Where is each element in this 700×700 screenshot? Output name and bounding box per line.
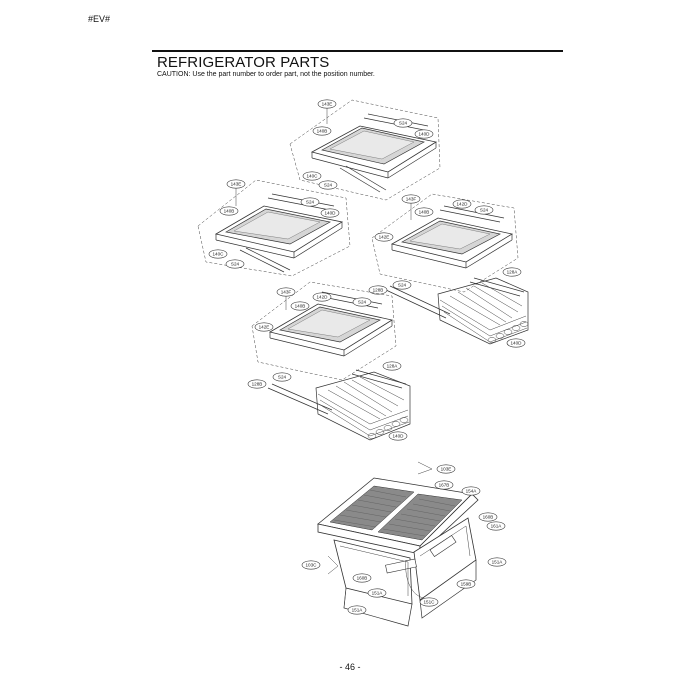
shelf-a-tag-text: S24 — [324, 183, 333, 188]
shelf-d-tag: S24 — [272, 372, 292, 382]
drawer-tag-text: 151A — [372, 591, 384, 596]
drawer-tag: 151A — [347, 605, 367, 615]
shelf-d-tag: 140D — [388, 431, 408, 441]
drawer-tag: 103E — [436, 464, 456, 474]
drawer-tag-text: 160B — [357, 576, 368, 581]
header-tag: #EV# — [88, 14, 111, 24]
drawer-tag-text: 161A — [491, 524, 503, 529]
shelf-d-tag: 140B — [290, 301, 310, 311]
drawer-tag: 160B — [352, 573, 372, 583]
shelf-b-tag-text: 140B — [224, 209, 235, 214]
drawer-tag: 151A — [367, 588, 387, 598]
shelf-d-tag: 128B — [247, 379, 267, 389]
shelf-b-tag-text: 143E — [231, 182, 242, 187]
drawer-tag-text: 103C — [306, 563, 318, 568]
shelf-d-tag: 142D — [312, 292, 332, 302]
shelf-a-tag: 140C — [302, 171, 322, 181]
shelf-c-tag-text: 140D — [511, 341, 523, 346]
shelf-b-tag: 140D — [320, 208, 340, 218]
drawer-tag-text: 103E — [441, 467, 452, 472]
drawer-assembly — [317, 461, 479, 627]
drawer-tag-text: 151A — [352, 608, 364, 613]
shelf-a-tag-text: 143E — [322, 102, 333, 107]
shelf-a-tag: S24 — [318, 180, 338, 190]
drawer-tag: 154A — [461, 486, 481, 496]
shelf-c-tag-text: S24 — [398, 283, 407, 288]
shelf-a-tag-text: 140C — [307, 174, 319, 179]
shelf-c-tag: 142D — [452, 199, 472, 209]
drawer-tag-text: 154A — [466, 489, 478, 494]
shelf-c-tag: 143F — [401, 194, 421, 204]
shelf-c-tag: S24 — [392, 280, 412, 290]
drawer-tag: 151C — [419, 597, 439, 607]
drawer-tag-text: 159B — [461, 582, 472, 587]
shelf-b-tag-text: 140C — [213, 252, 225, 257]
shelf-a-tag: S24 — [393, 118, 413, 128]
shelf-c-tag: 128A — [502, 267, 522, 277]
drawer-tag: 151A — [487, 557, 507, 567]
shelf-d-tag: 143F — [276, 287, 296, 297]
drawer-tag-text: 151A — [492, 560, 504, 565]
shelf-c-tag: 140B — [414, 207, 434, 217]
drawer-tag: 167B — [434, 480, 454, 490]
shelf-c-tag-text: 128A — [507, 270, 519, 275]
shelf-c-tag-text: 142D — [457, 202, 469, 207]
shelf-c-tag: 128B — [368, 285, 388, 295]
shelf-d-tag: 142E — [254, 322, 274, 332]
shelf-d-tag-text: S24 — [358, 300, 367, 305]
drawer-tag-text: 160B — [483, 515, 494, 520]
shelf-d-tag: S24 — [352, 297, 372, 307]
shelf-b-tag: S24 — [300, 197, 320, 207]
shelf-c-tag-text: 140B — [419, 210, 430, 215]
shelf-a-tag: 143E — [317, 99, 337, 109]
shelf-a-tag: 140B — [312, 126, 332, 136]
shelf-d-tag-text: 142D — [317, 295, 329, 300]
shelf-b-tag-text: 140D — [325, 211, 337, 216]
shelf-c-tag-text: S24 — [480, 208, 489, 213]
shelf-b-tag: 143E — [226, 179, 246, 189]
drawer-tag: 161A — [486, 521, 506, 531]
shelf-assembly-c — [371, 193, 529, 345]
shelf-assembly-a — [289, 99, 441, 201]
shelf-d-tag-text: 140D — [393, 434, 405, 439]
shelf-d-tag-text: 140B — [295, 304, 306, 309]
shelf-d-tag: 128A — [382, 361, 402, 371]
shelf-b-tag: 140C — [208, 249, 228, 259]
shelf-a-tag: 140D — [414, 129, 434, 139]
shelf-b-tag: 140B — [219, 206, 239, 216]
shelf-c-tag-text: 142E — [379, 235, 390, 240]
shelf-b-tag-text: S24 — [231, 262, 240, 267]
shelf-d-tag-text: 143F — [281, 290, 292, 295]
shelf-a-tag-text: 140B — [317, 129, 328, 134]
caution-note: CAUTION: Use the part number to order pa… — [157, 71, 375, 78]
title-rule — [152, 50, 563, 52]
shelf-c-tag: 142E — [374, 232, 394, 242]
drawer-tag: 159B — [456, 579, 476, 589]
drawer-tag-text: 151C — [424, 600, 436, 605]
shelf-assembly-b — [197, 179, 351, 277]
shelf-c-tag-text: 143F — [406, 197, 417, 202]
drawer-tag: 160B — [478, 512, 498, 522]
drawer-tag-text: 167B — [439, 483, 450, 488]
drawer-tag: 103C — [301, 560, 321, 570]
shelf-d-tag-text: 142E — [259, 325, 270, 330]
page-number: - 46 - — [339, 662, 361, 672]
shelf-c-tag-text: 128B — [373, 288, 384, 293]
page-title: REFRIGERATOR PARTS — [157, 54, 330, 71]
shelf-a-tag-text: 140D — [419, 132, 431, 137]
shelf-d-tag-text: S24 — [278, 375, 287, 380]
shelf-assembly-d — [251, 281, 411, 441]
shelf-c-tag: 140D — [506, 338, 526, 348]
shelf-c-tag: S24 — [474, 205, 494, 215]
shelf-d-tag-text: 128B — [252, 382, 263, 387]
shelf-a-tag-text: S24 — [399, 121, 408, 126]
shelf-b-tag-text: S24 — [306, 200, 315, 205]
shelf-d-tag-text: 128A — [387, 364, 399, 369]
shelf-b-tag: S24 — [225, 259, 245, 269]
